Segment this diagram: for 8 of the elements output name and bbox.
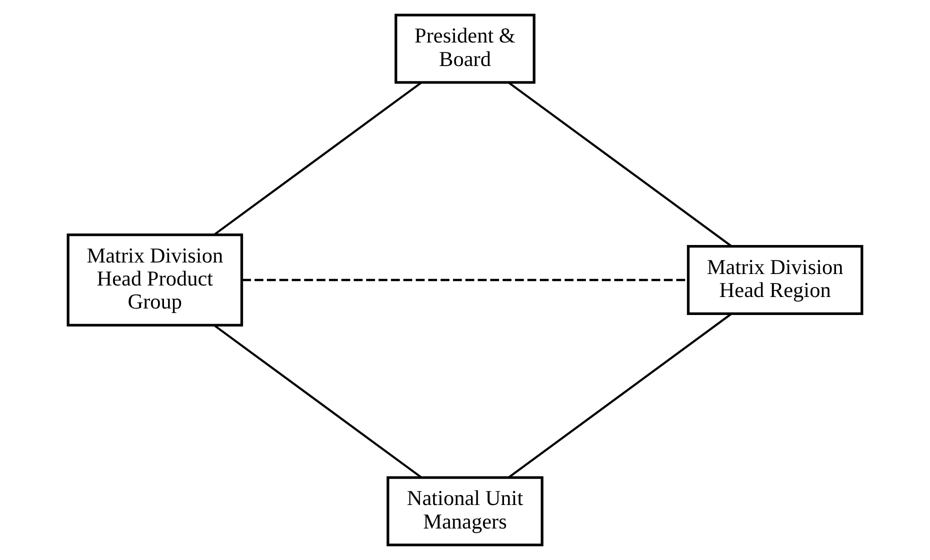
node-box: Matrix Division Head Region xyxy=(686,245,864,315)
connector xyxy=(508,82,732,248)
node-box: National Unit Managers xyxy=(386,476,544,546)
connector xyxy=(214,82,422,236)
connector xyxy=(508,313,732,478)
node-box: Matrix Division Head Product Group xyxy=(66,233,244,327)
node-box: President & Board xyxy=(394,14,536,84)
connector xyxy=(214,324,422,478)
